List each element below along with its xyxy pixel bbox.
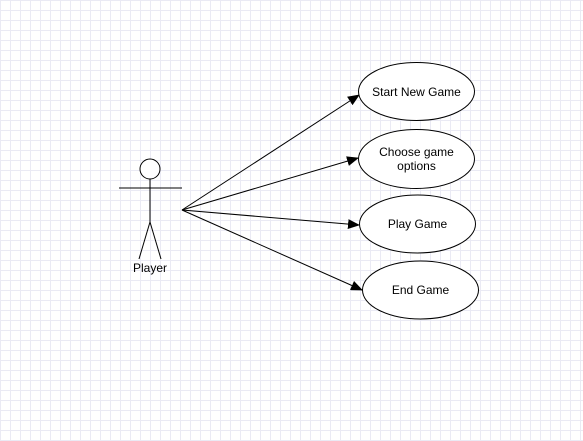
associations xyxy=(181,94,363,291)
actor-label: Player xyxy=(133,261,167,275)
use-case-ellipse xyxy=(358,129,475,189)
stick-figure-icon xyxy=(119,158,182,260)
use-case-start-new-game[interactable]: Start New Game xyxy=(358,62,475,121)
association-choose-game-options xyxy=(181,156,359,211)
actor-player[interactable]: Player xyxy=(119,158,182,275)
use-case-ellipse xyxy=(362,260,479,320)
use-case-end-game[interactable]: End Game xyxy=(362,260,479,320)
use-case-label: Choose game xyxy=(379,145,454,159)
use-case-choose-game-options[interactable]: Choose game options xyxy=(358,129,475,189)
use-case-ellipse xyxy=(359,194,476,254)
use-case-play-game[interactable]: Play Game xyxy=(359,194,476,254)
use-case-label: Play Game xyxy=(388,217,448,231)
association-start-new-game xyxy=(181,94,360,211)
use-case-label-line-2: options xyxy=(397,159,436,173)
use-case-label: Start New Game xyxy=(372,85,461,99)
association-end-game xyxy=(181,209,363,291)
use-case-ellipse xyxy=(358,62,475,121)
use-case-label: End Game xyxy=(392,283,450,297)
association-play-game xyxy=(181,209,360,230)
